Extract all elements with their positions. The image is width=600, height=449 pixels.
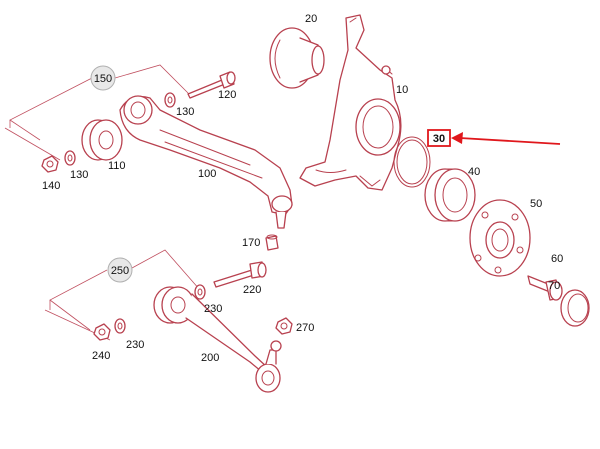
part-270-nut: [275, 317, 293, 335]
part-10-steering-knuckle: [299, 14, 402, 191]
part-220-bolt: [213, 261, 267, 288]
label-250: 250: [111, 265, 129, 277]
part-110-bushing: [81, 119, 123, 161]
label-230-left: 230: [126, 339, 144, 351]
part-30-snap-ring: [393, 136, 431, 188]
label-140: 140: [42, 180, 60, 192]
label-110: 110: [108, 160, 126, 172]
leader-lines: [4, 64, 201, 341]
label-40: 40: [468, 166, 480, 178]
part-40-wheel-bearing: [424, 168, 476, 222]
label-150: 150: [94, 73, 112, 85]
part-240-nut: [93, 323, 111, 341]
part-140-nut: [41, 155, 59, 173]
label-130-left: 130: [70, 169, 88, 181]
label-230-upper: 230: [204, 303, 222, 315]
label-10: 10: [396, 84, 408, 96]
highlight-part-30[interactable]: 30: [427, 129, 451, 147]
label-130-upper: 130: [176, 106, 194, 118]
part-200-lower-arm: [153, 286, 282, 393]
label-100: 100: [198, 168, 216, 180]
part-20-dust-cover: [269, 27, 325, 89]
label-220: 220: [243, 284, 261, 296]
badge-250: 250: [107, 257, 133, 283]
part-230-washer: [114, 284, 206, 334]
label-270: 270: [296, 322, 314, 334]
part-50-wheel-hub: [469, 199, 531, 277]
label-20: 20: [305, 13, 317, 25]
label-70: 70: [548, 280, 560, 292]
label-50: 50: [530, 198, 542, 210]
label-30: 30: [433, 133, 445, 145]
part-170-nut: [265, 234, 279, 251]
badge-150: 150: [90, 65, 116, 91]
part-100-control-arm: [119, 95, 293, 229]
part-130-washer: [64, 92, 176, 166]
label-200: 200: [201, 352, 219, 364]
label-120: 120: [218, 89, 236, 101]
part-120-bolt: [187, 71, 236, 99]
part-60-hub-bolt: [527, 275, 563, 301]
label-60: 60: [551, 253, 563, 265]
part-labels: 20 10 40 50 60 70 120 130 110 130 140 10…: [42, 13, 563, 364]
part-70-hub-cap: [560, 289, 590, 327]
label-170: 170: [242, 237, 260, 249]
highlight-arrow: [451, 132, 561, 145]
label-240: 240: [92, 350, 110, 362]
